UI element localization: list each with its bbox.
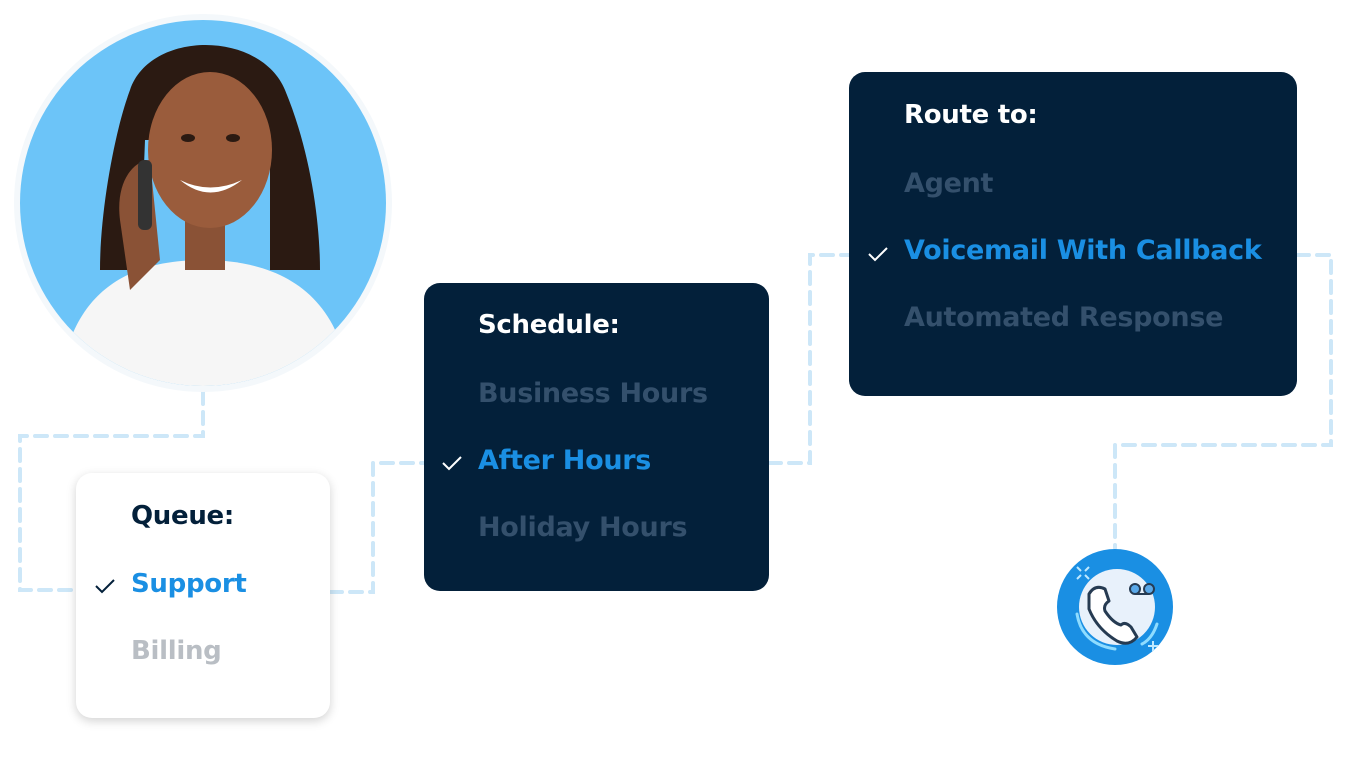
schedule-option-after-hours[interactable]: After Hours	[478, 445, 652, 476]
schedule-option-business-hours[interactable]: Business Hours	[478, 378, 708, 409]
schedule-card: Schedule: Business Hours After Hours Hol…	[424, 283, 769, 591]
connector-route-to-voicemail	[1113, 253, 1333, 550]
checkmark-icon	[442, 456, 462, 471]
queue-title: Queue:	[131, 501, 234, 531]
queue-option-billing[interactable]: Billing	[131, 636, 222, 666]
schedule-option-holiday-hours[interactable]: Holiday Hours	[478, 512, 688, 543]
connector-photo-to-queue	[18, 390, 205, 592]
checkmark-icon	[868, 247, 888, 262]
route-option-agent[interactable]: Agent	[904, 168, 994, 199]
schedule-title: Schedule:	[478, 310, 620, 340]
route-card: Route to: Agent Voicemail With Callback …	[849, 72, 1297, 396]
queue-option-support[interactable]: Support	[131, 569, 247, 599]
route-option-automated-response[interactable]: Automated Response	[904, 302, 1224, 333]
voicemail-phone-icon	[1057, 549, 1173, 665]
connector-queue-to-schedule	[328, 461, 426, 594]
connector-schedule-to-route	[767, 253, 851, 465]
route-option-voicemail-with-callback[interactable]: Voicemail With Callback	[904, 235, 1262, 266]
checkmark-icon	[95, 579, 115, 594]
queue-card: Queue: Support Billing	[76, 473, 330, 718]
route-title: Route to:	[904, 100, 1038, 130]
caller-photo	[20, 20, 386, 386]
